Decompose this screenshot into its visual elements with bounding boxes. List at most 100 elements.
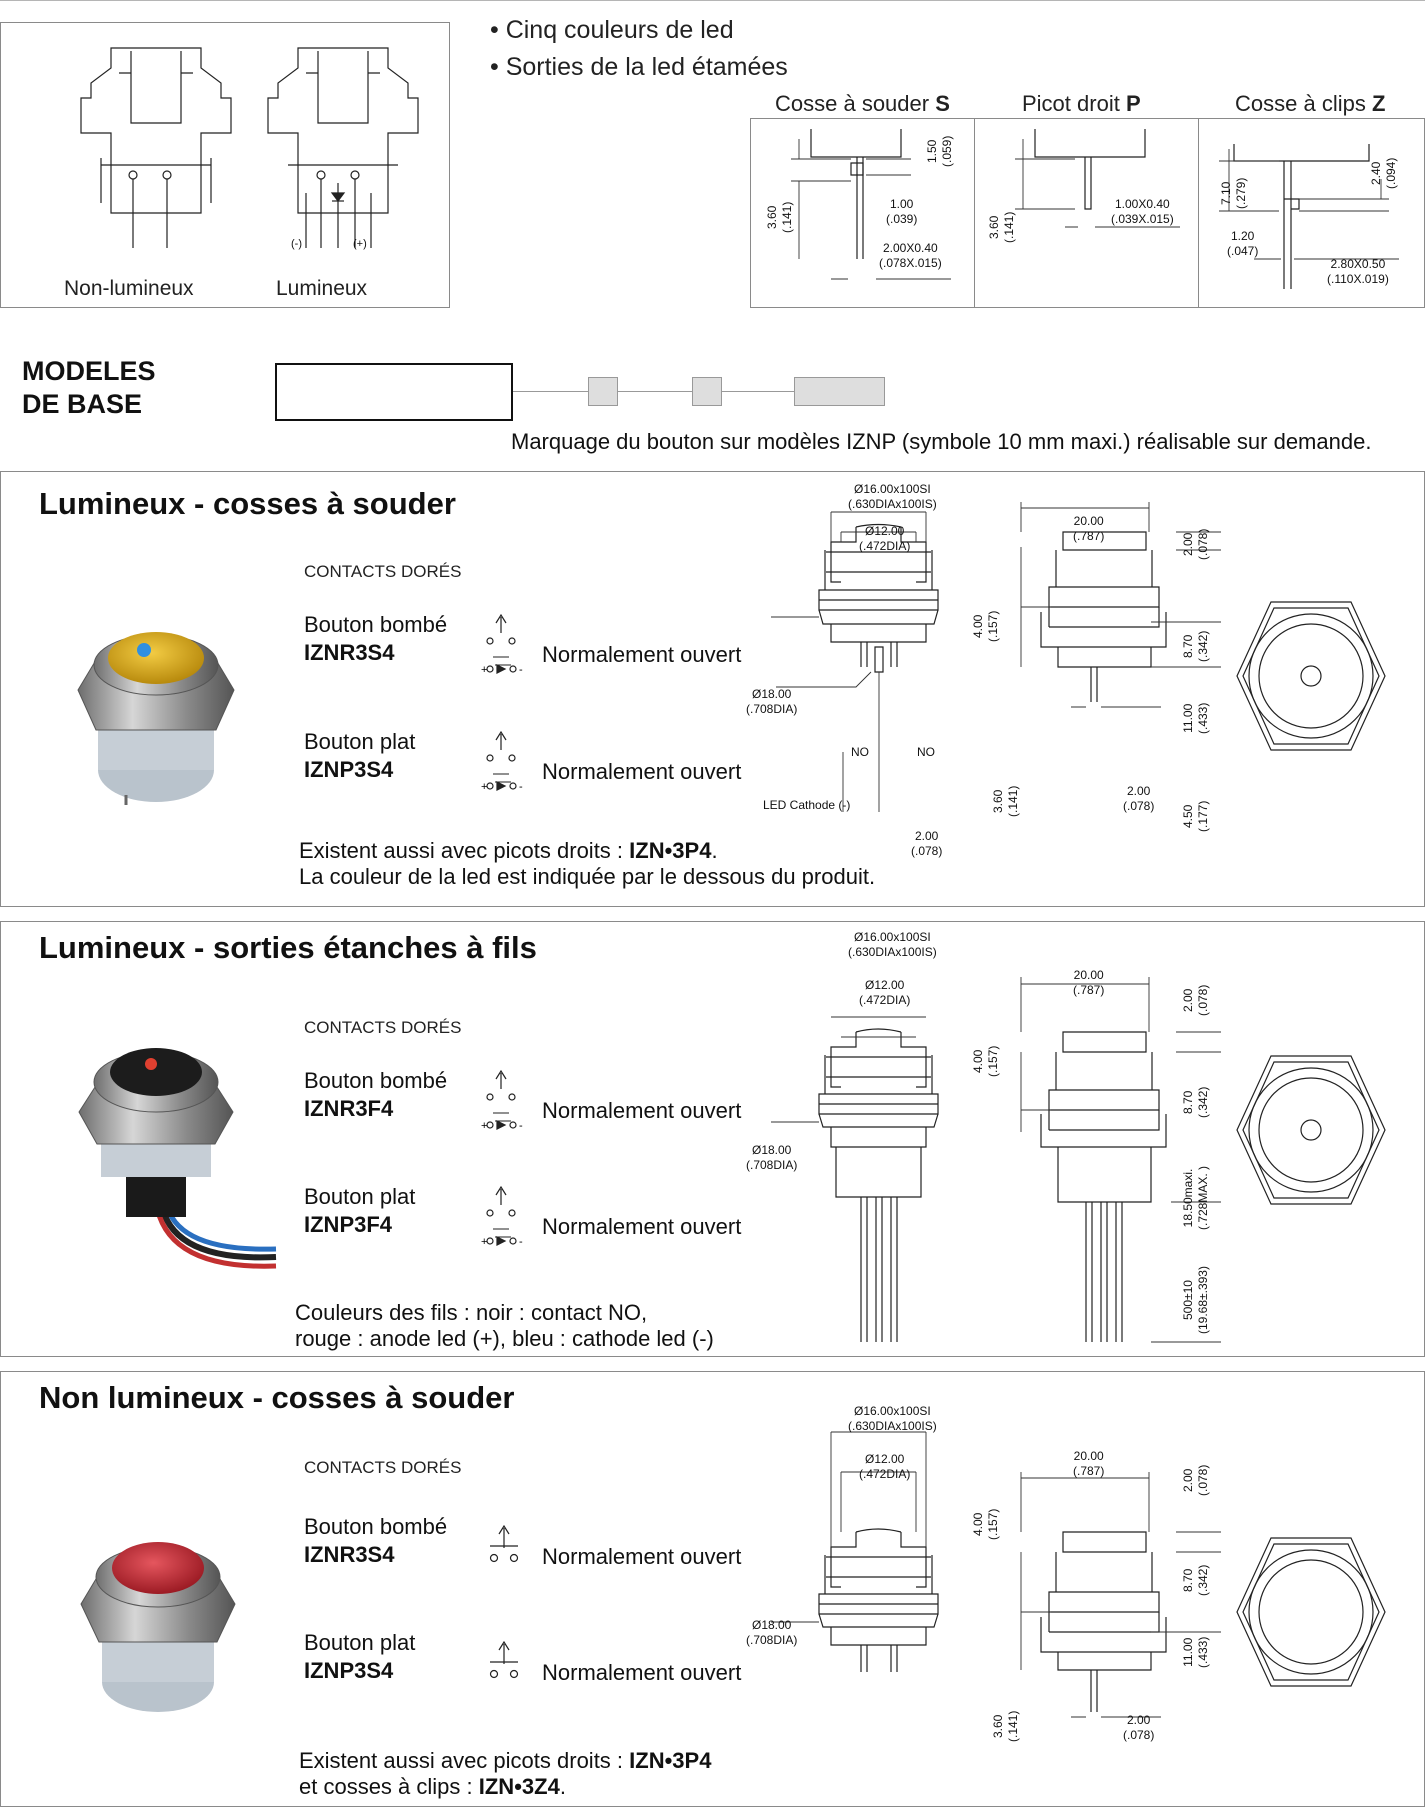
dim-no-left: NO — [851, 745, 869, 759]
dim-h87: 8.70(.342) — [1181, 1564, 1210, 1596]
contacts-label: CONTACTS DORÉS — [304, 1458, 462, 1477]
dim-h2: 2.00(.078) — [1181, 1464, 1210, 1496]
schematic-non-lumineux-drawing — [80, 47, 419, 248]
dim-d16: Ø16.00x100SI(.630DIAx100IS) — [848, 930, 937, 959]
dim-h11: 11.00(.433) — [1181, 1636, 1210, 1668]
dim-w20: 20.00(.787) — [1073, 968, 1105, 997]
svg-text:+: + — [481, 1236, 487, 1248]
product-2-function: Normalement ouvert — [542, 1214, 742, 1239]
section-title: Non lumineux - cosses à souder — [39, 1380, 515, 1415]
tech-drawing-side — [1020, 1472, 1221, 1718]
terminal-p-drawing — [1015, 129, 1180, 228]
modeles-de-base-title: MODELES DE BASE — [22, 356, 156, 419]
dim-led-cathode: LED Cathode (-) — [763, 798, 851, 812]
product-photo-black-wires — [78, 1048, 277, 1269]
switch-symbol-led-1: +- — [481, 1069, 523, 1132]
tech-drawing-side — [1020, 502, 1221, 708]
product-photo-yellow — [77, 632, 235, 805]
dim-d18: Ø18.00(.708DIA) — [746, 1618, 798, 1647]
dim-h45: 4.50(.177) — [1181, 800, 1210, 832]
section-note: Couleurs des fils : noir : contact NO, r… — [295, 1300, 714, 1351]
svg-text:+: + — [481, 1120, 487, 1132]
dim-bottom-200: 2.00(.078) — [911, 829, 943, 858]
product-2-function: Normalement ouvert — [542, 1660, 742, 1685]
dim-h87: 8.70(.342) — [1181, 1086, 1210, 1118]
section-note: Existent aussi avec picots droits : IZN•… — [299, 838, 876, 889]
svg-text:-: - — [519, 1120, 523, 1132]
section-lumineux-fils: Lumineux - sorties étanches à fils CONTA… — [0, 921, 1425, 1357]
switch-symbol-no-1 — [489, 1524, 519, 1563]
terminal-header-s: Cosse à souder S — [775, 91, 950, 116]
bullet-led-colors: • Cinq couleurs de led — [490, 16, 734, 44]
option-slot-1 — [588, 377, 618, 406]
svg-text:-: - — [519, 1236, 523, 1248]
tech-drawing-top-hex — [1236, 1055, 1386, 1205]
dim-h2: 2.00(.078) — [1181, 528, 1210, 560]
bullet-led-outputs: • Sorties de la led étamées — [490, 53, 788, 81]
switch-symbol-led-1: +- — [481, 613, 523, 676]
contacts-label: CONTACTS DORÉS — [304, 562, 462, 581]
dim-h2: 2.00(.078) — [1181, 984, 1210, 1016]
dim-d18: Ø18.00(.708DIA) — [746, 687, 798, 716]
z-dim-120: 1.20(.047) — [1227, 229, 1259, 258]
section-non-lumineux-cosses: Non lumineux - cosses à souder CONTACTS … — [0, 1371, 1425, 1807]
product-1-function: Normalement ouvert — [542, 642, 742, 667]
section-note: Existent aussi avec picots droits : IZN•… — [299, 1748, 712, 1799]
product-2-ref: IZNP3S4 — [304, 757, 394, 782]
product-1-ref: IZNR3F4 — [304, 1096, 394, 1121]
dim-d12: Ø12.00(.472DIA) — [859, 524, 911, 553]
svg-text:+: + — [481, 664, 487, 676]
switch-symbol-led-2: +- — [481, 730, 523, 793]
dim-t2: 2.00(.078) — [1123, 784, 1155, 813]
terminal-header-z: Cosse à clips Z — [1235, 91, 1386, 116]
non-lumineux-caption: Non-lumineux — [64, 277, 194, 300]
product-1-name: Bouton bombé — [304, 1068, 448, 1093]
product-2-function: Normalement ouvert — [542, 759, 742, 784]
dim-d12: Ø12.00(.472DIA) — [859, 1452, 911, 1481]
switch-symbol-no-2 — [489, 1640, 519, 1679]
s-dim-150: 1.50(.059) — [925, 135, 954, 167]
z-dim-710: 7.10(.279) — [1219, 177, 1248, 209]
option-slot-3 — [794, 377, 885, 406]
product-1-function: Normalement ouvert — [542, 1098, 742, 1123]
schematic-box: (-) (+) Non-lumineux Lumineux — [0, 22, 450, 308]
z-dim-280x050: 2.80X0.50(.110X.019) — [1327, 257, 1389, 286]
p-dim-100x040: 1.00X0.40(.039X.015) — [1111, 197, 1174, 226]
dim-d16: Ø16.00x100SI(.630DIAx100IS) — [848, 482, 937, 511]
svg-text:-: - — [519, 664, 523, 676]
terminal-s-drawing — [791, 129, 951, 280]
z-dim-240: 2.40(.094) — [1369, 157, 1398, 189]
product-2-name: Bouton plat — [304, 1184, 416, 1209]
dim-h185: 18.50maxi.(.728MAX. ) — [1181, 1165, 1210, 1230]
product-1-name: Bouton bombé — [304, 612, 448, 637]
p-dim-360: 3.60(.141) — [987, 211, 1016, 243]
minus-label: (-) — [291, 238, 302, 250]
product-2-name: Bouton plat — [304, 729, 416, 754]
terminal-box-s: 3.60(.141) 1.50(.059) 1.00(.039) 2.00X0.… — [750, 118, 975, 308]
tech-drawing-side — [1020, 977, 1221, 1343]
product-1-ref: IZNR3S4 — [304, 1542, 395, 1567]
product-1-function: Normalement ouvert — [542, 1544, 742, 1569]
dim-d12: Ø12.00(.472DIA) — [859, 978, 911, 1007]
product-photo-red — [80, 1542, 236, 1712]
dim-w20: 20.00(.787) — [1073, 514, 1105, 543]
dim-h87: 8.70(.342) — [1181, 630, 1210, 662]
svg-text:+: + — [481, 781, 487, 793]
product-2-name: Bouton plat — [304, 1630, 416, 1655]
dim-h36: 3.60(.141) — [991, 1710, 1020, 1742]
section-lumineux-cosses: Lumineux - cosses à souder CONTACTS DORÉ… — [0, 471, 1425, 907]
dim-h500: 500±10(19.68±.393) — [1181, 1266, 1210, 1334]
product-1-name: Bouton bombé — [304, 1514, 448, 1539]
product-2-ref: IZNP3F4 — [304, 1212, 393, 1237]
terminal-header-p: Picot droit P — [1022, 91, 1141, 116]
dim-h36: 3.60(.141) — [991, 785, 1020, 817]
s-dim-200x040: 2.00X0.40(.078X.015) — [879, 241, 942, 270]
s-dim-360: 3.60(.141) — [765, 201, 794, 233]
lumineux-caption: Lumineux — [276, 277, 368, 300]
dim-no-right: NO — [917, 745, 935, 759]
dim-w20: 20.00(.787) — [1073, 1449, 1105, 1478]
terminal-box-p: 3.60(.141) 1.00X0.40(.039X.015) — [974, 118, 1199, 308]
dim-d16: Ø16.00x100SI(.630DIAx100IS) — [848, 1404, 937, 1433]
switch-symbol-led-2: +- — [481, 1185, 523, 1248]
tech-drawing-front — [771, 1431, 939, 1672]
